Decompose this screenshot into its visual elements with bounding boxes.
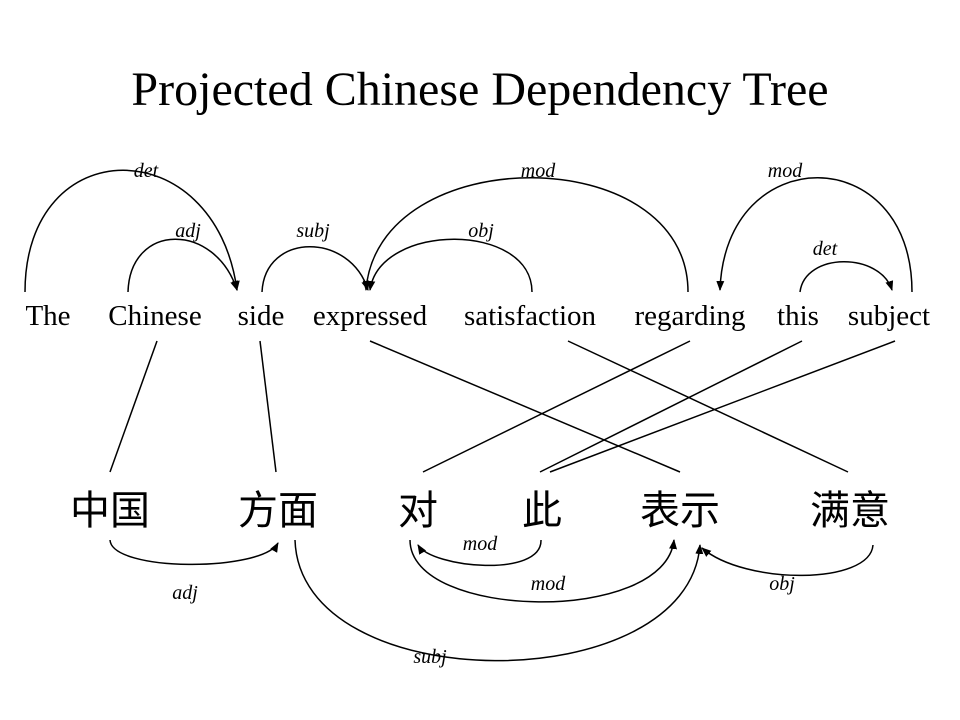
align-expressed-biaoshi: [369, 340, 681, 473]
arc-subj-fangmian-biaoshi: [294, 539, 704, 662]
label-adj-chinese: adj: [175, 220, 201, 242]
en-word-regarding: regarding: [634, 300, 746, 332]
align-satisfaction-manyi: [567, 340, 849, 473]
en-word-satisfaction: satisfaction: [463, 300, 597, 332]
align-chinese-zhongguo: [109, 340, 158, 473]
label-mod-dui: mod: [530, 573, 566, 595]
zh-word-biaoshi: 表示: [640, 488, 720, 534]
label-det-this: det: [812, 238, 838, 260]
arc-mod-subject-regarding: [716, 177, 913, 293]
en-word-subject: subject: [847, 300, 931, 332]
label-mod-regarding: mod: [520, 160, 556, 182]
arc-det-the-side: [24, 169, 240, 293]
zh-word-manyi: 满意: [810, 488, 890, 534]
en-word-this: this: [777, 300, 819, 332]
slide-title: Projected Chinese Dependency Tree: [131, 63, 829, 116]
align-side-fangmian: [259, 340, 277, 473]
label-adj-zhongguo: adj: [172, 582, 198, 604]
arc-mod-regarding-expressed: [362, 177, 689, 293]
arc-adj-zhongguo-fangmian: [109, 539, 279, 566]
arc-obj-satisfaction-expressed: [367, 238, 533, 293]
label-det-the: det: [133, 160, 159, 182]
zh-word-zhongguo: 中国: [70, 488, 150, 534]
label-subj-side: subj: [296, 220, 330, 242]
arc-mod-ci-dui: [417, 539, 542, 567]
arc-det-this-subject: [799, 261, 894, 293]
label-obj-satisfaction: obj: [468, 220, 494, 242]
align-this-ci: [539, 340, 803, 473]
label-subj-fangmian: subj: [413, 646, 447, 668]
label-mod-ci: mod: [462, 533, 498, 555]
en-word-side: side: [237, 300, 285, 332]
en-word-expressed: expressed: [312, 300, 428, 332]
label-mod-subject: mod: [767, 160, 803, 182]
label-obj-manyi: obj: [769, 573, 795, 595]
arc-mod-dui-biaoshi: [409, 539, 678, 603]
zh-word-dui: 对: [398, 488, 438, 534]
en-word-chinese: Chinese: [108, 300, 202, 332]
en-word-the: The: [25, 300, 71, 332]
arc-adj-chinese-side: [127, 238, 239, 293]
zh-word-ci: 此: [522, 488, 562, 534]
align-subject-ci: [549, 340, 896, 473]
align-regarding-dui: [422, 340, 691, 473]
arc-obj-manyi-biaoshi: [701, 544, 874, 577]
arc-subj-side-expressed: [261, 246, 370, 293]
zh-word-fangmian: 方面: [238, 488, 318, 534]
